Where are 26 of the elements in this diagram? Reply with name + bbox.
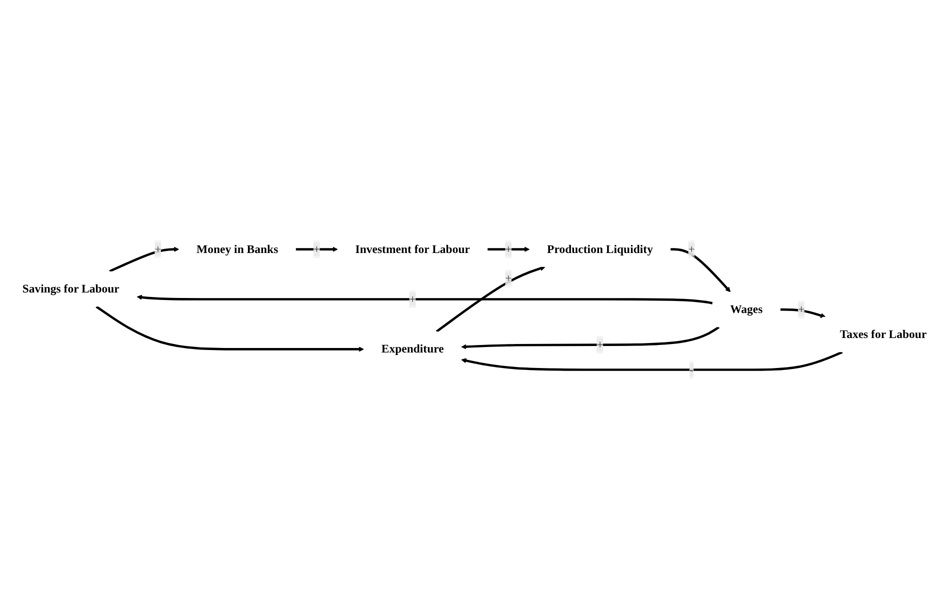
arrow xyxy=(461,326,720,350)
edge-label: + xyxy=(505,272,512,286)
node-text: Wages xyxy=(730,303,763,316)
arrow xyxy=(780,308,826,318)
edge-label: + xyxy=(798,303,805,316)
node-text: Taxes for Labour xyxy=(840,328,927,342)
node-text: Investment for Labour xyxy=(355,243,470,256)
edge-label: - xyxy=(690,364,694,377)
edge-label: + xyxy=(313,243,320,256)
arrow xyxy=(296,247,338,252)
node-text: Production Liquidity xyxy=(547,243,653,256)
arrow xyxy=(136,295,713,305)
arrow xyxy=(461,351,843,372)
arrow xyxy=(96,306,364,352)
arrow xyxy=(670,248,731,292)
node-text: Money in Banks xyxy=(196,243,278,256)
edge-label: + xyxy=(688,243,695,256)
node-text: Savings for Labour xyxy=(22,282,120,296)
edge-label: + xyxy=(505,243,512,256)
node-text: Expenditure xyxy=(381,343,444,356)
arrow xyxy=(436,266,546,333)
edge-label: + xyxy=(409,293,416,306)
arrow xyxy=(488,247,530,252)
edge-label: + xyxy=(154,243,162,256)
edge-label: + xyxy=(596,338,604,352)
arrow xyxy=(109,247,180,273)
